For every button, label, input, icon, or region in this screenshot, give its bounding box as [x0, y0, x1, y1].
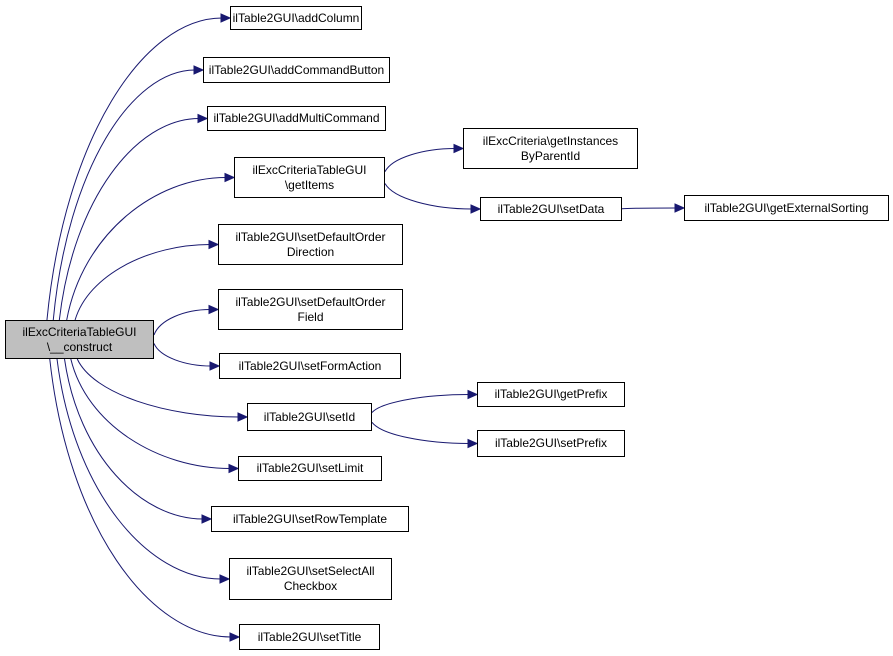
node-label-line: \__construct — [46, 339, 113, 354]
arrowhead-setTitle — [229, 632, 241, 642]
arrowhead-getExternalSorting — [674, 203, 686, 213]
edge-root-to-addCommandButton — [52, 69, 196, 321]
node-label-line: ilTable2GUI\setSelectAll — [246, 564, 375, 578]
arrowhead-getItems — [224, 172, 236, 183]
node-label-line: ilTable2GUI\setFormAction — [238, 358, 382, 373]
edge-root-to-setLimit — [70, 358, 231, 469]
node-set-title[interactable]: ilTable2GUI\setTitle — [239, 624, 380, 650]
edge-root-to-setDefaultOrderField — [153, 309, 211, 336]
node-add-command-button[interactable]: ilTable2GUI\addCommandButton — [203, 57, 390, 83]
arrowhead-addMultiCommand — [197, 113, 209, 124]
edge-getItems-to-setData — [384, 183, 473, 210]
node-label-line: ilTable2GUI\addCommandButton — [208, 62, 385, 77]
node-root-construct[interactable]: ilExcCriteriaTableGUI\__construct — [5, 320, 154, 359]
edge-root-to-setId — [76, 358, 240, 418]
edge-root-to-setRowTemplate — [64, 358, 204, 520]
arrowhead-setSelectAllCheckbox — [219, 574, 231, 584]
arrowhead-setLimit — [228, 463, 240, 474]
node-set-form-action[interactable]: ilTable2GUI\setFormAction — [219, 353, 401, 379]
node-label-line: ilTable2GUI\setPrefix — [494, 436, 608, 450]
node-label-line: ilTable2GUI\addMultiCommand — [213, 111, 380, 125]
edge-root-to-setFormAction — [153, 343, 212, 367]
arrowhead-setDefaultOrderField — [208, 304, 220, 315]
node-label-line: Field — [297, 309, 324, 324]
node-get-external-sorting[interactable]: ilTable2GUI\getExternalSorting — [684, 195, 889, 221]
node-label-line: ilTable2GUI\getExternalSorting — [704, 200, 869, 215]
edge-root-to-setSelectAllCheckbox — [56, 358, 222, 580]
node-label-line: ilTable2GUI\getPrefix — [494, 387, 608, 401]
node-label-line: ilTable2GUI\setDefaultOrder — [235, 294, 386, 309]
node-label-line: Checkbox — [283, 579, 338, 593]
edge-setId-to-setPrefix — [371, 421, 470, 444]
node-label-line: ilTable2GUI\setData — [497, 201, 605, 216]
node-label-line: ilTable2GUI\setLimit — [256, 461, 364, 475]
node-add-column[interactable]: ilTable2GUI\addColumn — [230, 6, 362, 30]
node-set-prefix[interactable]: ilTable2GUI\setPrefix — [477, 430, 625, 457]
node-label-line: ilTable2GUI\setTitle — [257, 629, 362, 644]
node-label-line: ilExcCriteriaTableGUI — [22, 324, 137, 339]
node-label-line: Direction — [286, 244, 335, 259]
edge-setData-to-getExternalSorting — [621, 207, 677, 210]
node-label-line: ilTable2GUI\setRowTemplate — [232, 511, 388, 526]
edge-root-to-addColumn — [46, 17, 223, 321]
arrowhead-setRowTemplate — [201, 514, 213, 524]
arrowhead-setData — [470, 204, 482, 214]
arrowhead-setDefaultOrderDirection — [208, 239, 220, 250]
arrowhead-setPrefix — [467, 438, 479, 449]
node-set-id[interactable]: ilTable2GUI\setId — [247, 403, 372, 431]
node-label-line: ilTable2GUI\addColumn — [232, 10, 360, 25]
node-set-limit[interactable]: ilTable2GUI\setLimit — [238, 456, 382, 481]
edge-root-to-setDefaultOrderDirection — [74, 244, 211, 321]
node-label-line: ByParentId — [520, 148, 581, 163]
node-set-data[interactable]: ilTable2GUI\setData — [480, 197, 622, 221]
edge-setId-to-getPrefix — [371, 394, 470, 413]
arrowhead-addColumn — [220, 13, 232, 23]
node-add-multi-command[interactable]: ilTable2GUI\addMultiCommand — [207, 106, 386, 131]
node-label-line: ilTable2GUI\setId — [263, 409, 356, 424]
node-label-line: ilTable2GUI\setDefaultOrder — [235, 229, 386, 244]
node-get-prefix[interactable]: ilTable2GUI\getPrefix — [477, 382, 625, 407]
arrowhead-setId — [237, 412, 249, 422]
node-set-row-template[interactable]: ilTable2GUI\setRowTemplate — [211, 506, 409, 532]
arrowhead-getPrefix — [467, 389, 479, 400]
edge-root-to-addMultiCommand — [58, 118, 200, 321]
arrowhead-setFormAction — [209, 361, 221, 371]
node-get-items[interactable]: ilExcCriteriaTableGUI\getItems — [234, 157, 385, 198]
edge-getItems-to-getInstancesByParentId — [384, 148, 456, 172]
arrowhead-addCommandButton — [193, 65, 205, 75]
node-label-line: ilExcCriteria\getInstances — [482, 133, 619, 148]
node-label-line: \getItems — [284, 177, 335, 192]
edge-root-to-setTitle — [49, 358, 232, 638]
node-label-line: ilExcCriteriaTableGUI — [252, 162, 367, 177]
edge-root-to-getItems — [66, 177, 227, 321]
arrowhead-getInstancesByParentId — [453, 143, 465, 154]
